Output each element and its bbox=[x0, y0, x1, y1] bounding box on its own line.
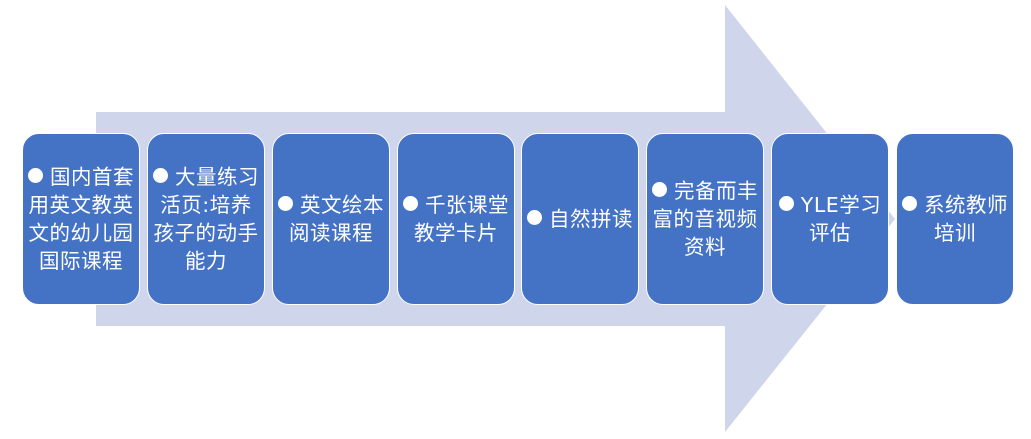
step-box-2: 大量练习活页:培养孩子的动手能力 bbox=[147, 133, 265, 305]
step-label: 大量练习活页:培养孩子的动手能力 bbox=[153, 165, 259, 273]
bullet-dot-icon bbox=[778, 196, 794, 211]
step-label: 完备而丰富的音视频资料 bbox=[652, 179, 758, 259]
bullet-dot-icon bbox=[278, 196, 293, 211]
step-box-6: 完备而丰富的音视频资料 bbox=[646, 133, 764, 305]
bullet-dot-icon bbox=[403, 196, 418, 211]
step-label: 国内首套用英文教英文的幼儿园国际课程 bbox=[28, 165, 134, 273]
step-box-7: YLE学习评估 bbox=[771, 133, 889, 305]
bullet-dot-icon bbox=[28, 168, 43, 183]
step-box-4: 千张课堂教学卡片 bbox=[397, 133, 515, 305]
step-box-8: 系统教师培训 bbox=[896, 133, 1014, 305]
step-box-5: 自然拼读 bbox=[521, 133, 639, 305]
step-box-3: 英文绘本阅读课程 bbox=[272, 133, 390, 305]
step-label: 千张课堂教学卡片 bbox=[414, 193, 509, 245]
step-label: 自然拼读 bbox=[549, 207, 633, 231]
bullet-dot-icon bbox=[652, 182, 667, 197]
step-label: 英文绘本阅读课程 bbox=[289, 193, 384, 245]
step-label: YLE学习评估 bbox=[800, 193, 882, 245]
step-box-1: 国内首套用英文教英文的幼儿园国际课程 bbox=[22, 133, 140, 305]
bullet-dot-icon bbox=[902, 196, 917, 211]
bullet-dot-icon bbox=[153, 168, 168, 183]
bullet-dot-icon bbox=[527, 210, 542, 225]
step-label: 系统教师培训 bbox=[924, 193, 1008, 245]
